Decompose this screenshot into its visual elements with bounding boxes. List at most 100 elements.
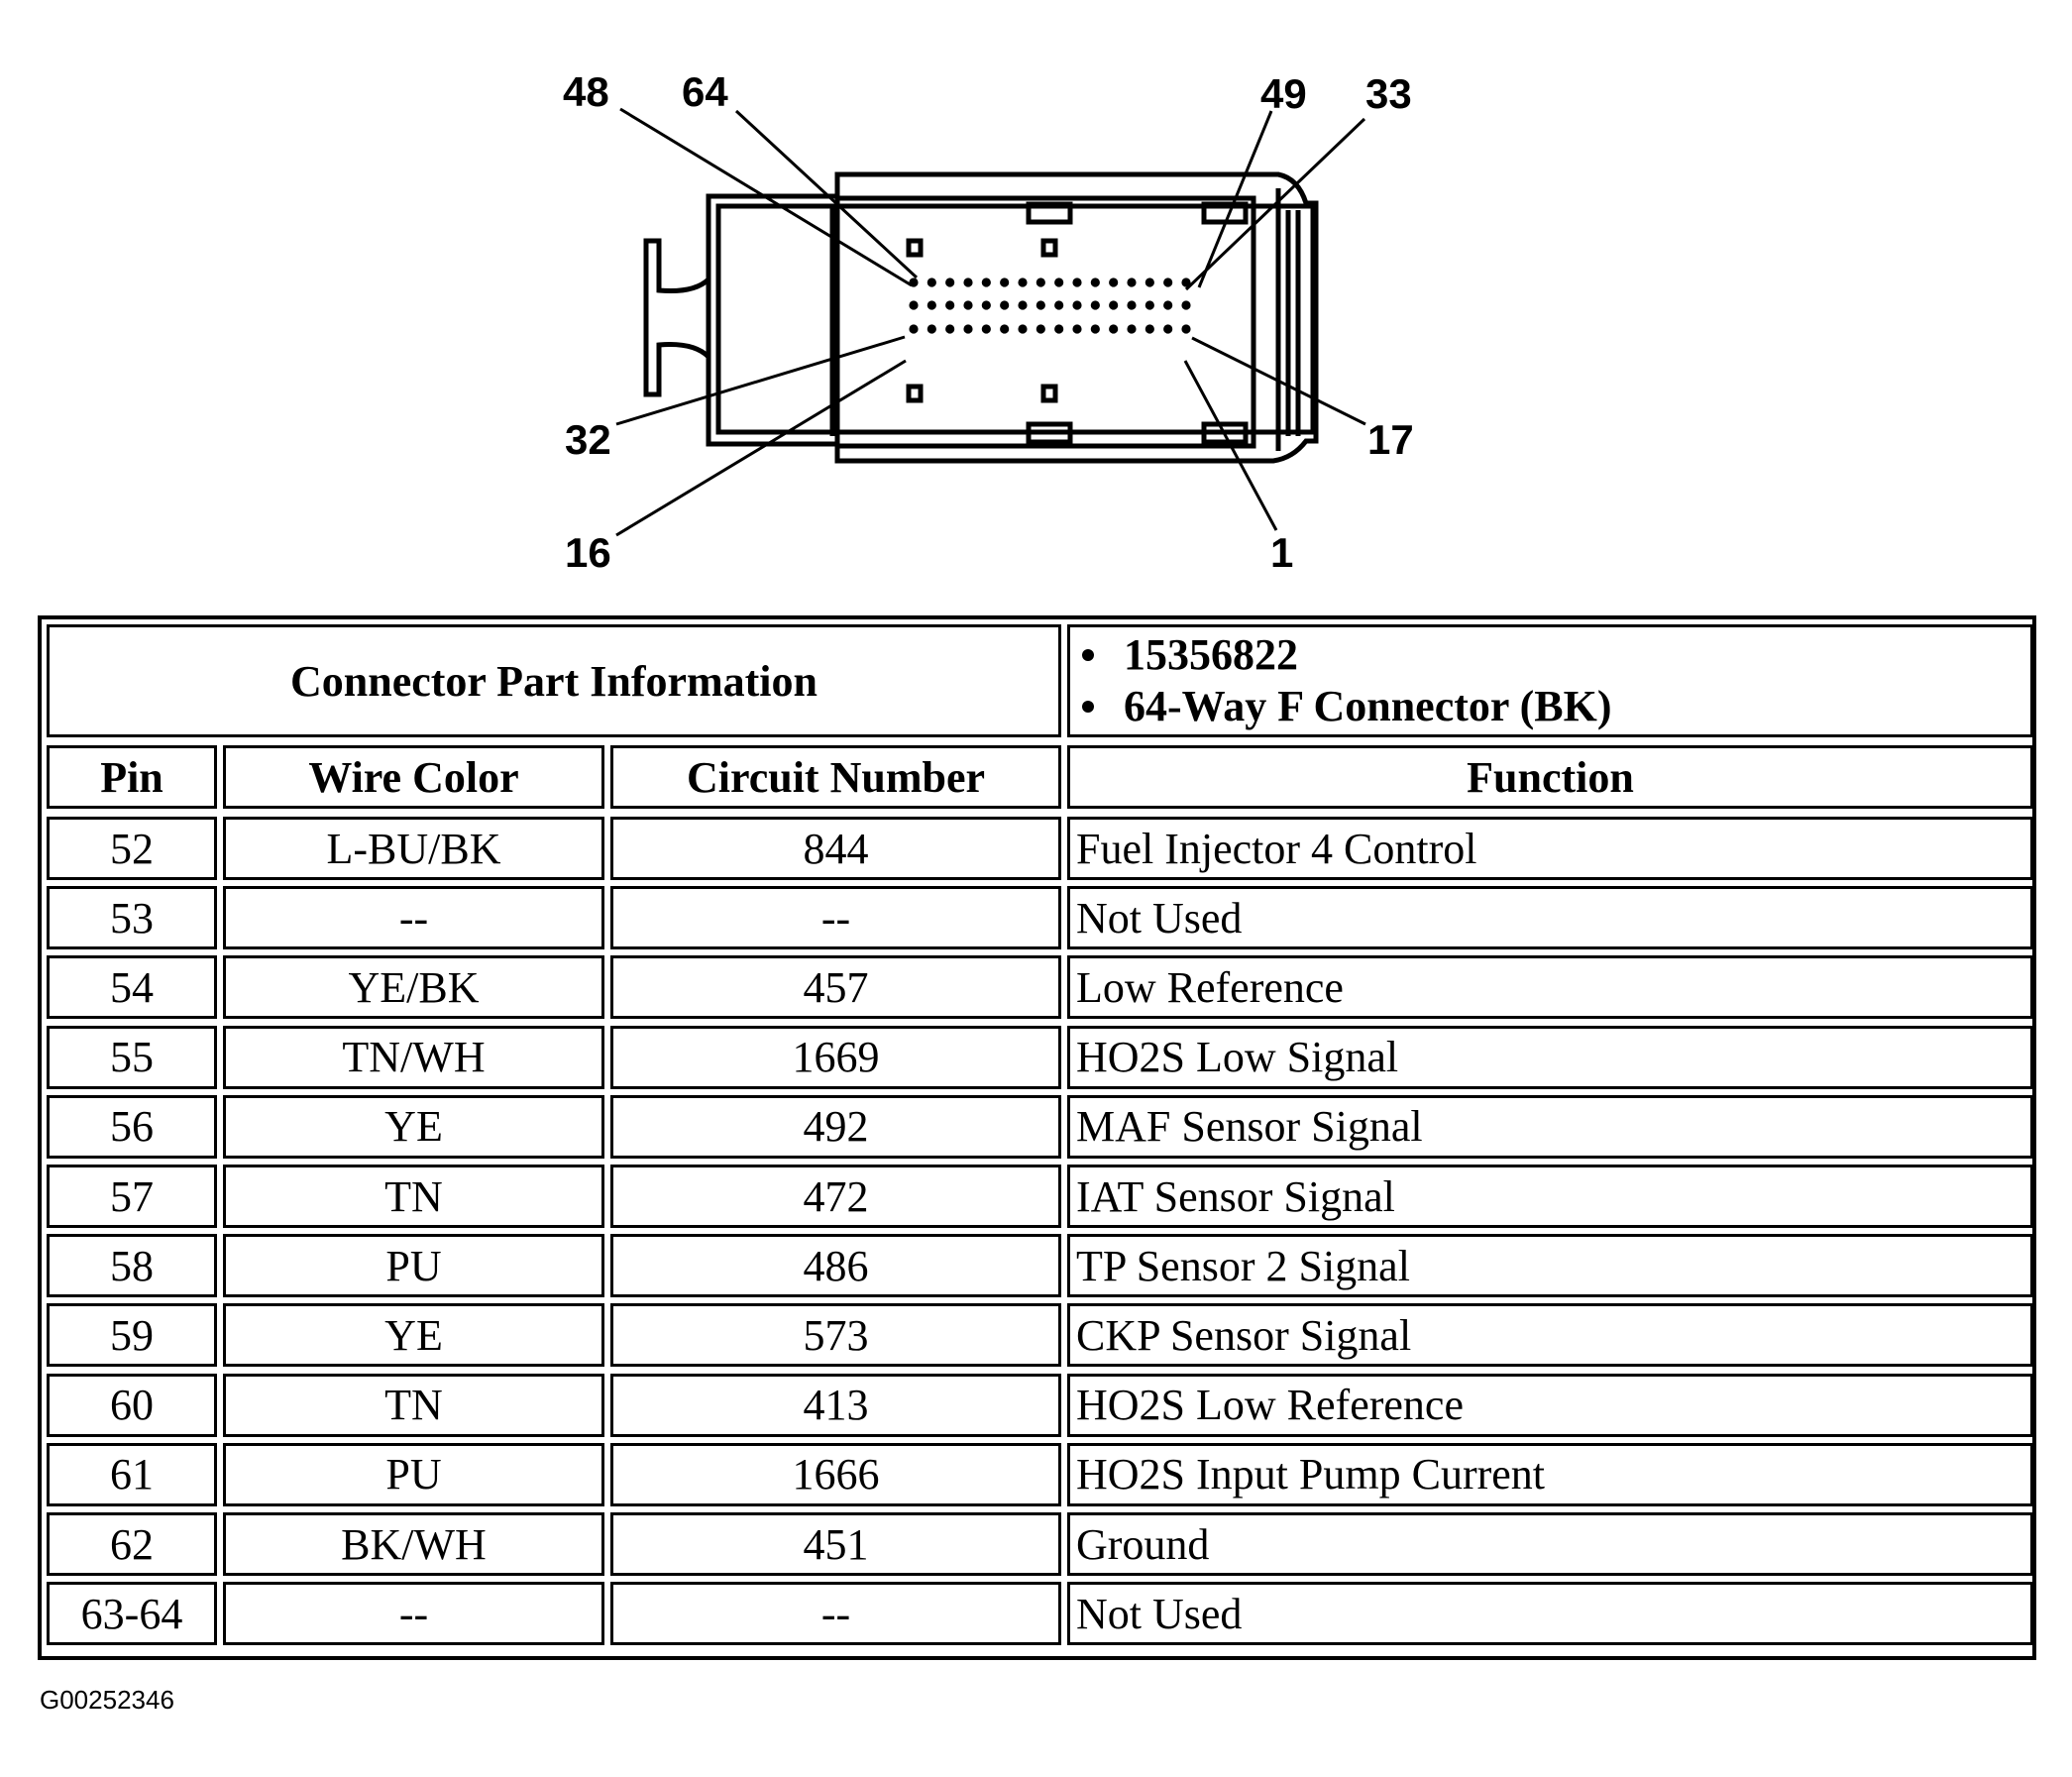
pin-cavity (1109, 324, 1119, 334)
pin-cavity (1018, 324, 1028, 334)
cell-function: Fuel Injector 4 Control (1067, 817, 2033, 880)
cell-circuit-number: -- (610, 1582, 1061, 1646)
cell-wire-color: -- (223, 886, 604, 950)
pin-callout-64: 64 (682, 68, 728, 115)
pin-cavity (927, 300, 936, 310)
cell-circuit-number: 451 (610, 1512, 1061, 1576)
figure-id: G00252346 (40, 1685, 174, 1715)
pin-cavity (1145, 278, 1154, 287)
pin-cavity (945, 278, 955, 287)
pin-cavity (1145, 300, 1154, 310)
cell-wire-color: TN (223, 1373, 604, 1437)
cell-circuit-number: 457 (610, 955, 1061, 1020)
pin-cavity (1018, 278, 1028, 287)
callout-leaders (615, 107, 1366, 537)
connector-part-number-line: 15356822 (1082, 629, 1298, 681)
pin-cavity (1000, 324, 1010, 334)
column-header-wire-color: Wire Color (223, 745, 604, 809)
pin-cavity (1036, 300, 1045, 310)
pin-cavity (1127, 324, 1137, 334)
pin-cavity (1109, 300, 1119, 310)
pin-cavity (1181, 278, 1191, 287)
cell-pin: 57 (47, 1165, 217, 1228)
cell-wire-color: YE/BK (223, 955, 604, 1020)
cell-pin: 55 (47, 1025, 217, 1089)
pin-cavity (1090, 324, 1100, 334)
cell-wire-color: YE (223, 1303, 604, 1368)
pin-cavity (1145, 324, 1154, 334)
bullet-icon (1082, 701, 1094, 713)
pin-cavity (927, 278, 936, 287)
pin-cavity (1090, 278, 1100, 287)
column-header-circuit-number: Circuit Number (610, 745, 1061, 809)
connector-info-label: Connector Part Information (47, 624, 1061, 737)
cell-function: HO2S Low Reference (1067, 1373, 2033, 1437)
pin-cavity (963, 300, 973, 310)
connector-description: 64-Way F Connector (BK) (1124, 682, 1612, 730)
cell-pin: 63-64 (47, 1582, 217, 1646)
cell-pin: 61 (47, 1442, 217, 1506)
pin-array (909, 278, 1191, 334)
connector-table: Connector Part Information 15356822 64-W… (38, 615, 2036, 1660)
pin-cavity (1036, 324, 1045, 334)
cell-function: Not Used (1067, 886, 2033, 950)
connector-diagram: 48 64 49 33 32 16 17 1 (563, 68, 1414, 576)
connector-info-details: 15356822 64-Way F Connector (BK) (1067, 624, 2033, 737)
column-header-pin: Pin (47, 745, 217, 809)
pin-callout-16: 16 (565, 529, 611, 576)
cell-circuit-number: 486 (610, 1234, 1061, 1298)
cell-wire-color: BK/WH (223, 1512, 604, 1576)
pin-cavity (1072, 324, 1082, 334)
cell-function: MAF Sensor Signal (1067, 1094, 2033, 1159)
pin-cavity (1054, 300, 1064, 310)
connector-description-line: 64-Way F Connector (BK) (1082, 681, 1612, 732)
pin-callout-labels: 48 64 49 33 32 16 17 1 (563, 68, 1414, 576)
cell-circuit-number: -- (610, 886, 1061, 950)
pin-cavity (1163, 300, 1173, 310)
cell-circuit-number: 1666 (610, 1442, 1061, 1506)
cell-wire-color: TN/WH (223, 1025, 604, 1089)
pin-cavity (1090, 300, 1100, 310)
pin-cavity (1054, 278, 1064, 287)
cell-function: HO2S Input Pump Current (1067, 1442, 2033, 1506)
pin-cavity (981, 278, 991, 287)
cell-circuit-number: 1669 (610, 1025, 1061, 1089)
connector-housing (643, 171, 1319, 464)
cell-pin: 58 (47, 1234, 217, 1298)
pin-cavity (909, 324, 919, 334)
cell-wire-color: YE (223, 1094, 604, 1159)
pin-cavity (963, 324, 973, 334)
cell-circuit-number: 844 (610, 817, 1061, 880)
pin-callout-48: 48 (563, 68, 609, 115)
cell-wire-color: L-BU/BK (223, 817, 604, 880)
pin-cavity (1181, 324, 1191, 334)
cell-function: Low Reference (1067, 955, 2033, 1020)
pin-cavity (927, 324, 936, 334)
pin-cavity (1181, 300, 1191, 310)
cell-pin: 56 (47, 1094, 217, 1159)
cell-wire-color: PU (223, 1442, 604, 1506)
pin-callout-32: 32 (565, 416, 611, 463)
cell-wire-color: -- (223, 1582, 604, 1646)
pin-callout-17: 17 (1367, 416, 1414, 463)
cell-pin: 54 (47, 955, 217, 1020)
pin-cavity (1000, 300, 1010, 310)
cell-pin: 53 (47, 886, 217, 950)
pin-cavity (981, 300, 991, 310)
cell-function: HO2S Low Signal (1067, 1025, 2033, 1089)
pin-cavity (1036, 278, 1045, 287)
pin-cavity (1163, 324, 1173, 334)
pin-cavity (963, 278, 973, 287)
cell-wire-color: PU (223, 1234, 604, 1298)
cell-circuit-number: 413 (610, 1373, 1061, 1437)
pin-cavity (981, 324, 991, 334)
connector-part-number: 15356822 (1124, 630, 1298, 679)
cell-circuit-number: 573 (610, 1303, 1061, 1368)
cell-pin: 52 (47, 817, 217, 880)
pin-cavity (1072, 278, 1082, 287)
cell-function: IAT Sensor Signal (1067, 1165, 2033, 1228)
column-header-function: Function (1067, 745, 2033, 809)
pin-cavity (1109, 278, 1119, 287)
cell-function: TP Sensor 2 Signal (1067, 1234, 2033, 1298)
pin-cavity (1054, 324, 1064, 334)
